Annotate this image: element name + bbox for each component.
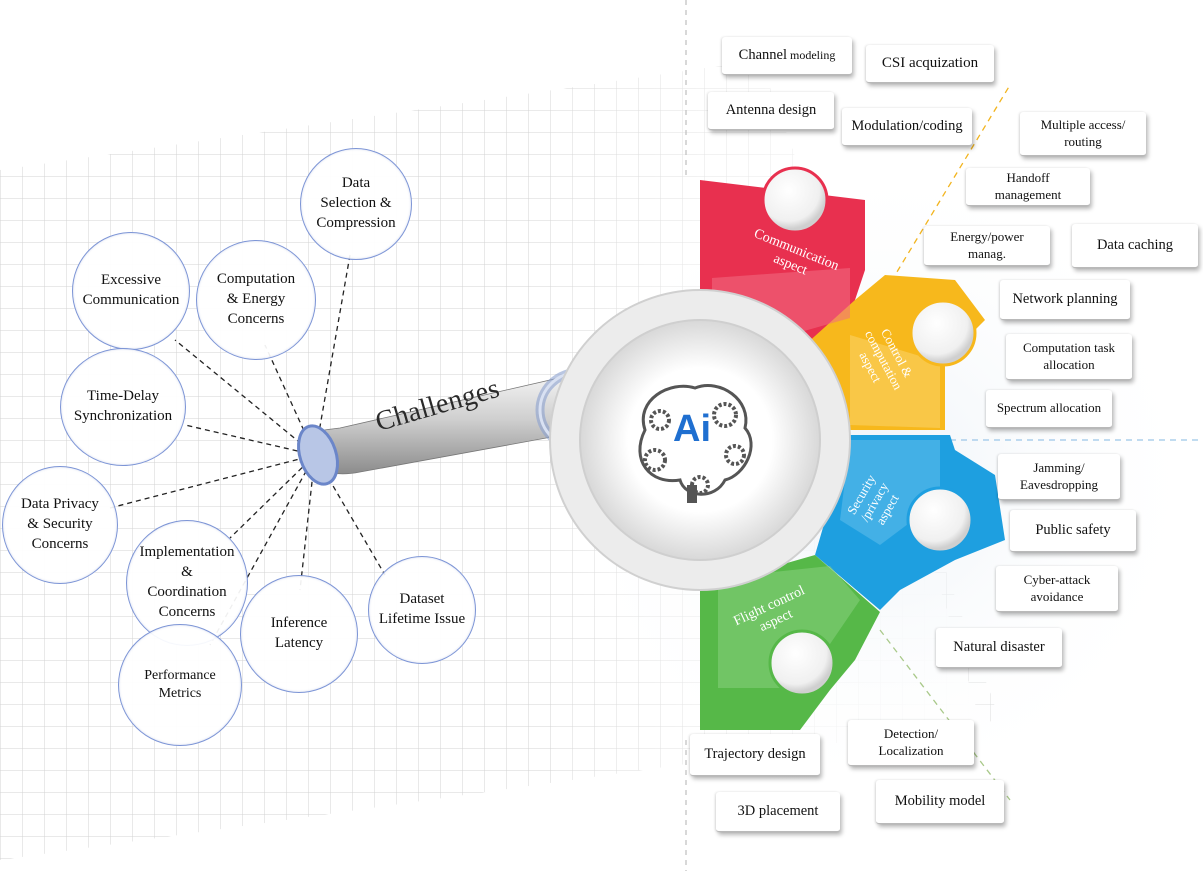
tag-antenna-design: Antenna design — [708, 92, 834, 130]
tag-handoff-management: Handoff management — [966, 168, 1090, 206]
tag-trajectory-design: Trajectory design — [690, 734, 820, 776]
challenge-inference-latency: Inference Latency — [240, 575, 358, 693]
divider-control — [879, 84, 1011, 301]
tag-channel-modeling-main: Channel — [738, 47, 787, 64]
ai-label: Ai — [673, 408, 711, 450]
divider-flight — [879, 629, 1011, 801]
challenge-performance-metrics: Performance Metrics — [118, 624, 242, 746]
tag-3d-placement: 3D placement — [716, 792, 840, 832]
tag-natural-disaster: Natural disaster — [936, 628, 1062, 668]
segment-knobs — [761, 166, 977, 697]
tag-data-caching: Data caching — [1072, 224, 1198, 268]
tag-computation-task: Computation task allocation — [1006, 334, 1132, 380]
tag-channel-modeling-sub: modeling — [790, 48, 836, 62]
tag-csi-acquization: CSI acquization — [866, 45, 994, 83]
tag-channel-modeling: Channel ​modeling — [722, 37, 852, 75]
tag-detection-localization: Detection/ Localization — [848, 720, 974, 766]
tag-spectrum-allocation: Spectrum allocation — [986, 390, 1112, 428]
tag-multiple-access: Multiple access/ routing — [1020, 112, 1146, 156]
challenge-data-selection: Data Selection & Compression — [300, 148, 412, 260]
challenge-data-privacy: Data Privacy & Security Concerns — [2, 466, 118, 584]
challenge-computation-energy: Computation & Energy Concerns — [196, 240, 316, 360]
tag-cyber-attack: Cyber-attack avoidance — [996, 566, 1118, 612]
ai-brain-gears-icon — [638, 384, 753, 503]
tag-energy-power: Energy/power manag. — [924, 226, 1050, 266]
tag-public-safety: Public safety — [1010, 510, 1136, 552]
tag-jamming: Jamming/ Eavesdropping — [998, 454, 1120, 500]
ai-hub — [549, 289, 851, 591]
tag-modulation-coding: Modulation/coding — [842, 108, 972, 146]
challenge-dataset-lifetime: Dataset Lifetime Issue — [368, 556, 476, 664]
tag-network-planning: Network planning — [1000, 280, 1130, 320]
challenge-excessive-communication: Excessive Communication — [72, 232, 190, 350]
tag-mobility-model: Mobility model — [876, 780, 1004, 824]
challenge-time-delay: Time-Delay Synchronization — [60, 348, 186, 466]
